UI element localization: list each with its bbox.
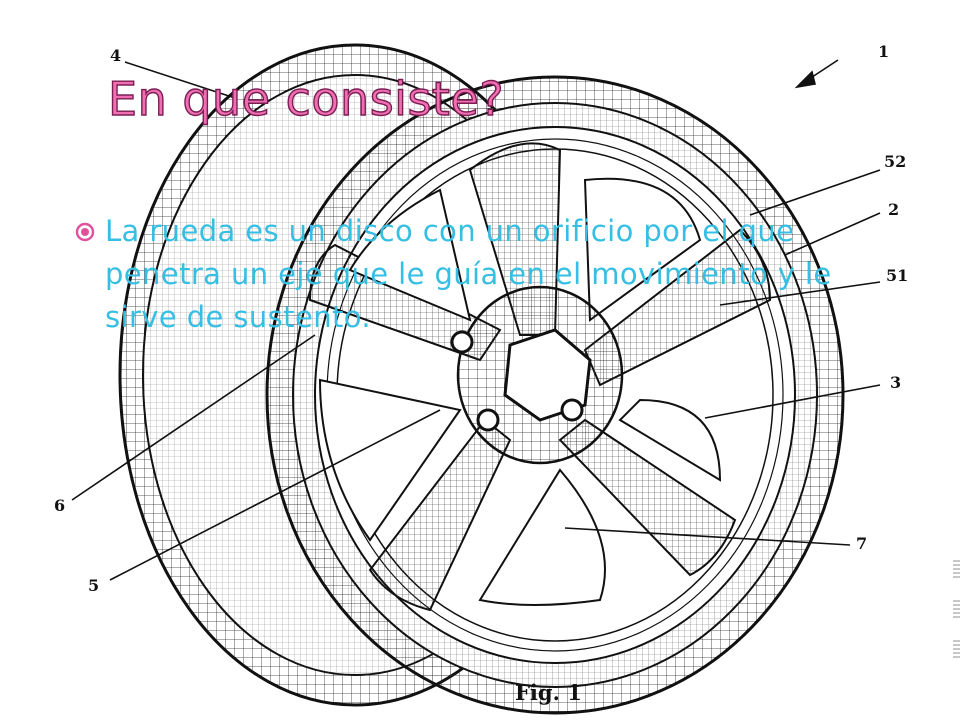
bullet-item: La rueda es un disco con un orificio por… xyxy=(75,210,875,339)
edge-artifact xyxy=(953,640,960,660)
callout-7: 7 xyxy=(856,534,868,553)
wheel-hub xyxy=(450,285,624,465)
callout-1: 1 xyxy=(878,42,890,61)
callout-4: 4 xyxy=(110,46,122,65)
callout-52: 52 xyxy=(884,152,907,171)
callout-2: 2 xyxy=(888,200,900,219)
figure-caption: Fig. 1 xyxy=(515,680,582,705)
bullet-text: La rueda es un disco con un orificio por… xyxy=(105,214,832,334)
edge-artifact xyxy=(953,600,960,620)
edge-artifact xyxy=(953,560,960,580)
callout-6: 6 xyxy=(54,496,66,515)
callout-51: 51 xyxy=(886,266,909,285)
callout-leaders xyxy=(71,59,881,581)
circle-bullet-icon xyxy=(75,222,95,242)
callout-3: 3 xyxy=(890,373,902,392)
callout-5: 5 xyxy=(88,576,100,595)
slide-title: En que consiste? xyxy=(107,71,505,126)
